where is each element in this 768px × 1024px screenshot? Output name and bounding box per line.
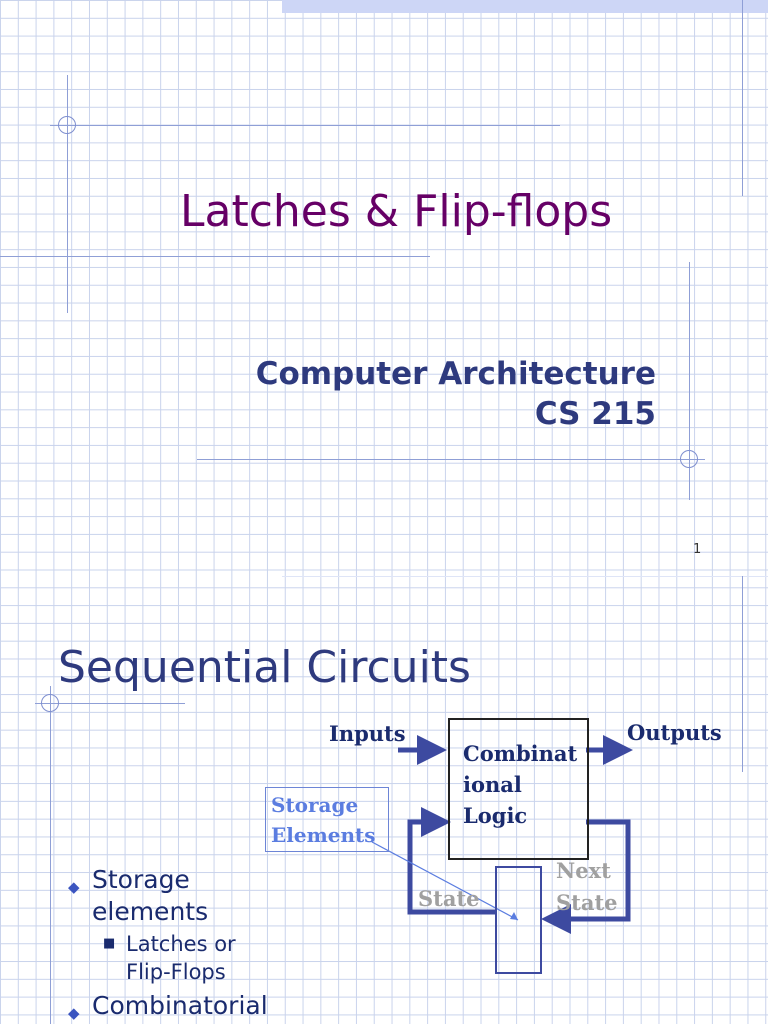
next-state-label: Next State — [556, 855, 618, 919]
bullet-text-line: Storage — [92, 865, 190, 894]
decor-circle — [58, 116, 76, 134]
sequential-circuit-diagram — [371, 735, 633, 934]
bullet-item: ◆ Combinatorial — [66, 990, 326, 1022]
logic-label-line: ional — [463, 772, 522, 797]
storage-label-line: Elements — [271, 823, 376, 847]
next-state-line: Next — [556, 858, 611, 883]
decor-line — [50, 125, 560, 126]
state-label: State — [418, 886, 480, 911]
subtitle-line: CS 215 — [534, 396, 656, 432]
slide-title: Latches & Flip-flops — [180, 186, 613, 237]
decor-line — [67, 75, 68, 313]
slide-title: Sequential Circuits — [58, 642, 471, 693]
combinational-logic-box — [448, 718, 589, 860]
diamond-icon: ◆ — [68, 1004, 80, 1022]
slide-2: Sequential Circuits ◆ Storage elements ■… — [0, 576, 768, 1024]
storage-elements-box — [265, 787, 389, 852]
storage-label-line: Storage — [271, 793, 359, 817]
decor-line — [197, 459, 705, 460]
decor-line — [282, 576, 768, 577]
next-state-line: State — [556, 890, 618, 915]
square-icon: ■ — [103, 936, 116, 951]
page-number: 1 — [693, 542, 702, 557]
top-accent-bar — [282, 0, 768, 13]
decor-line — [742, 0, 743, 196]
outputs-label: Outputs — [627, 720, 722, 745]
decor-circle — [41, 694, 59, 712]
state-storage-box — [495, 866, 542, 974]
subtitle-line: Computer Architecture — [255, 356, 656, 392]
slide-subtitle: Computer Architecture CS 215 — [256, 354, 656, 434]
decor-circle — [680, 450, 698, 468]
decor-line — [689, 262, 690, 500]
bullet-item: ◆ Storage elements — [66, 864, 326, 928]
bullet-text-line: Flip-Flops — [126, 960, 226, 984]
bullet-text-line: Combinatorial — [92, 991, 268, 1020]
sub-bullet-item: ■ Latches or Flip-Flops — [66, 930, 326, 986]
logic-label-line: Logic — [463, 803, 528, 828]
diamond-icon: ◆ — [68, 878, 80, 896]
decor-line — [742, 576, 743, 772]
state-feedback-arrow — [407, 807, 495, 915]
bullet-text-line: Latches or — [126, 932, 236, 956]
inputs-label: Inputs — [329, 721, 406, 746]
logic-label-line: Combinat — [463, 741, 578, 766]
slide-1: Latches & Flip-flops Computer Architectu… — [0, 0, 768, 557]
storage-elements-label: Storage Elements — [271, 790, 376, 850]
decor-line — [35, 703, 185, 704]
decor-line — [0, 256, 430, 257]
bullet-text-line: elements — [92, 897, 209, 926]
storage-pointer-head — [510, 912, 518, 920]
next-state-arrow — [541, 819, 631, 934]
combinational-logic-label: Combinat ional Logic — [463, 738, 577, 831]
decor-line — [50, 686, 51, 1024]
bullet-list: ◆ Storage elements ■ Latches or Flip-Flo… — [66, 864, 326, 1022]
storage-pointer-line — [371, 841, 519, 921]
